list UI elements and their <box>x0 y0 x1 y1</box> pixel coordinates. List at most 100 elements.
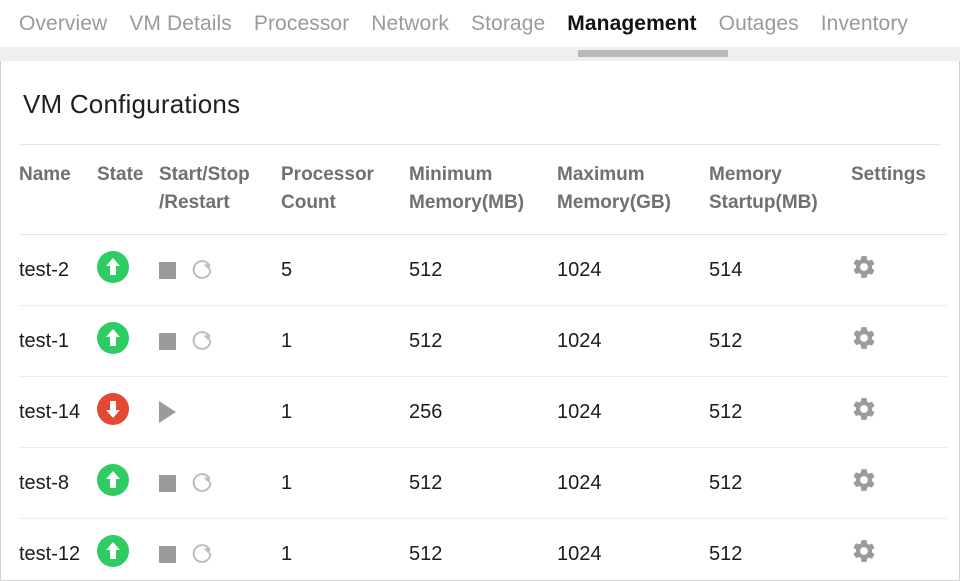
cell-actions <box>159 305 281 378</box>
cell-minimum-memory: 256 <box>409 376 557 449</box>
tab-management[interactable]: Management <box>567 12 697 35</box>
action-group <box>159 519 281 580</box>
column-header-maximum-memory: Maximum Memory(GB) <box>557 145 709 236</box>
page-title: VM Configurations <box>23 89 241 119</box>
cell-settings <box>851 305 947 378</box>
column-header-actions-line2: /Restart <box>159 191 230 213</box>
column-header-memory-startup: Memory Startup(MB) <box>709 145 851 236</box>
stop-icon[interactable] <box>159 261 176 279</box>
column-header-max-line2: Memory(GB) <box>557 191 672 213</box>
column-header-processor-line1: Processor <box>281 164 374 185</box>
cell-state <box>97 447 159 520</box>
cell-processor-count: 1 <box>281 447 409 520</box>
cell-memory-startup: 512 <box>709 542 743 565</box>
arrow-up-circle-green-icon[interactable] <box>97 535 129 568</box>
restart-icon[interactable] <box>190 329 214 353</box>
gear-icon[interactable] <box>851 254 877 280</box>
cell-name: test-8 <box>19 447 97 520</box>
stop-icon[interactable] <box>159 332 176 350</box>
cell-state <box>97 305 159 378</box>
gear-icon[interactable] <box>851 467 877 493</box>
cell-maximum-memory: 1024 <box>557 542 602 565</box>
cell-name: test-14 <box>19 376 97 449</box>
tab-inventory[interactable]: Inventory <box>820 12 909 35</box>
gear-icon[interactable] <box>851 538 877 564</box>
restart-icon[interactable] <box>190 258 214 282</box>
column-header-actions: Start/Stop /Restart <box>159 145 281 236</box>
cell-minimum-memory: 512 <box>409 305 557 378</box>
action-group <box>159 377 281 447</box>
cell-processor-count: 1 <box>281 376 409 449</box>
title-divider <box>19 144 941 145</box>
column-header-startup-line2: Startup(MB) <box>709 191 818 213</box>
cell-actions <box>159 234 281 307</box>
restart-icon[interactable] <box>190 471 214 495</box>
gear-icon[interactable] <box>851 325 877 351</box>
column-header-processor-count: Processor Count <box>281 145 409 236</box>
tab-bar: Overview VM Details Processor Network St… <box>0 0 960 47</box>
tab-overview[interactable]: Overview <box>19 12 108 35</box>
action-group <box>159 448 281 518</box>
cell-maximum-memory: 1024 <box>557 234 709 307</box>
stop-icon[interactable] <box>159 474 176 492</box>
tab-vm-details[interactable]: VM Details <box>129 12 232 35</box>
cell-actions <box>159 447 281 520</box>
vm-configurations-card: VM Configurations Name State Start/Stop … <box>0 61 960 581</box>
cell-name: test-12 <box>19 542 81 565</box>
column-header-max-line1: Maximum <box>557 164 645 185</box>
tab-network[interactable]: Network <box>371 12 450 35</box>
cell-processor-count: 1 <box>281 305 409 378</box>
cell-memory-startup: 514 <box>709 234 851 307</box>
column-header-min-line1: Minimum <box>409 164 493 185</box>
cell-state <box>97 376 159 449</box>
arrow-up-circle-green-icon[interactable] <box>97 464 129 497</box>
cell-settings <box>851 519 947 580</box>
arrow-up-circle-green-icon[interactable] <box>97 322 129 355</box>
cell-actions <box>159 519 281 580</box>
cell-processor-count: 1 <box>281 542 293 565</box>
cell-minimum-memory: 512 <box>409 234 557 307</box>
cell-state <box>97 519 159 580</box>
column-header-settings: Settings <box>851 145 947 236</box>
vm-configurations-table: Name State Start/Stop /Restart Processor… <box>19 145 947 580</box>
column-header-actions-line1: Start/Stop <box>159 164 250 185</box>
cell-settings <box>851 376 947 449</box>
play-icon[interactable] <box>159 401 176 424</box>
cell-state <box>97 234 159 307</box>
action-group <box>159 235 281 305</box>
column-header-startup-line1: Memory <box>709 164 782 185</box>
arrow-down-circle-red-icon[interactable] <box>97 393 129 426</box>
tab-outages[interactable]: Outages <box>718 12 799 35</box>
column-header-name: Name <box>19 145 97 236</box>
arrow-up-circle-green-icon[interactable] <box>97 251 129 284</box>
tab-storage[interactable]: Storage <box>471 12 546 35</box>
gear-icon[interactable] <box>851 396 877 422</box>
column-header-min-line2: Memory(MB) <box>409 191 525 213</box>
tab-processor[interactable]: Processor <box>253 12 350 35</box>
cell-settings <box>851 447 947 520</box>
active-tab-indicator <box>578 50 728 57</box>
table-header: Name State Start/Stop /Restart Processor… <box>19 145 947 236</box>
restart-icon[interactable] <box>190 542 214 566</box>
column-header-minimum-memory: Minimum Memory(MB) <box>409 145 557 236</box>
cell-name: test-2 <box>19 234 97 307</box>
cell-processor-count: 5 <box>281 234 409 307</box>
cell-maximum-memory: 1024 <box>557 305 709 378</box>
table-row[interactable]: test-12 1 512 1024 512 <box>19 519 947 580</box>
column-header-processor-line2: Count <box>281 191 336 213</box>
action-group <box>159 306 281 376</box>
cell-memory-startup: 512 <box>709 305 851 378</box>
cell-minimum-memory: 512 <box>409 542 443 565</box>
tab-bar-underline <box>0 47 960 61</box>
cell-memory-startup: 512 <box>709 447 851 520</box>
column-header-state: State <box>97 145 159 236</box>
table-header-row: Name State Start/Stop /Restart Processor… <box>19 145 947 236</box>
stop-icon[interactable] <box>159 545 176 563</box>
cell-maximum-memory: 1024 <box>557 376 709 449</box>
